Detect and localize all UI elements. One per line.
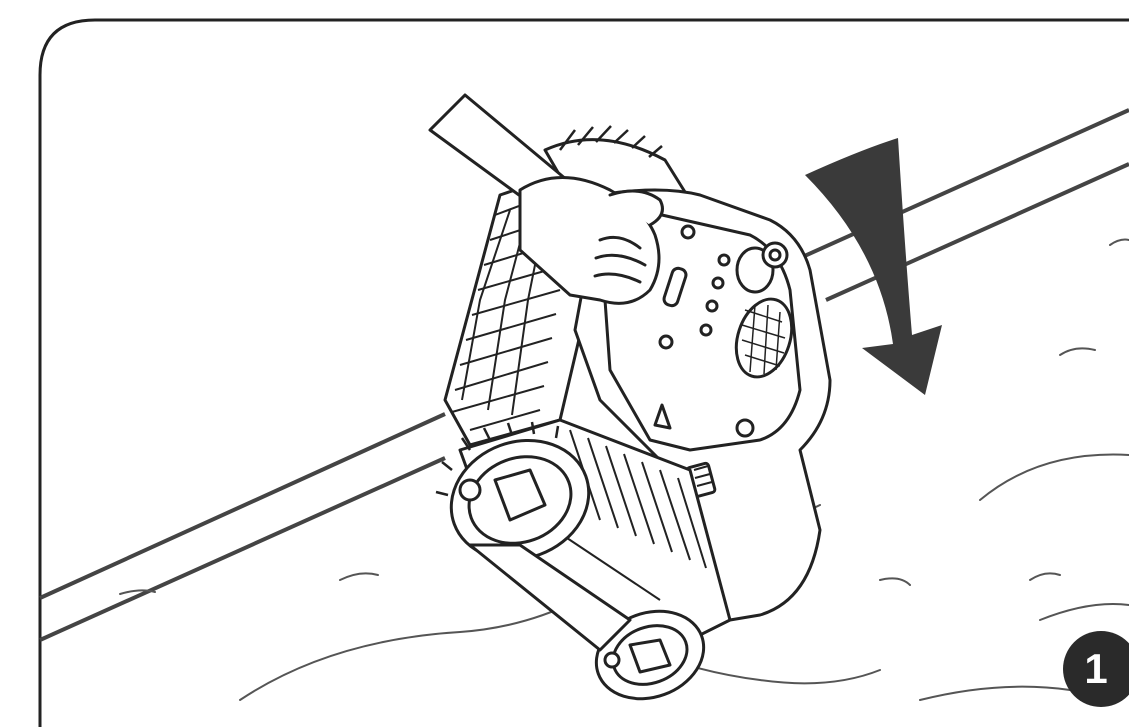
step-number-badge: 1: [1063, 631, 1129, 707]
hand: [430, 95, 662, 303]
step-number: 1: [1084, 645, 1107, 693]
